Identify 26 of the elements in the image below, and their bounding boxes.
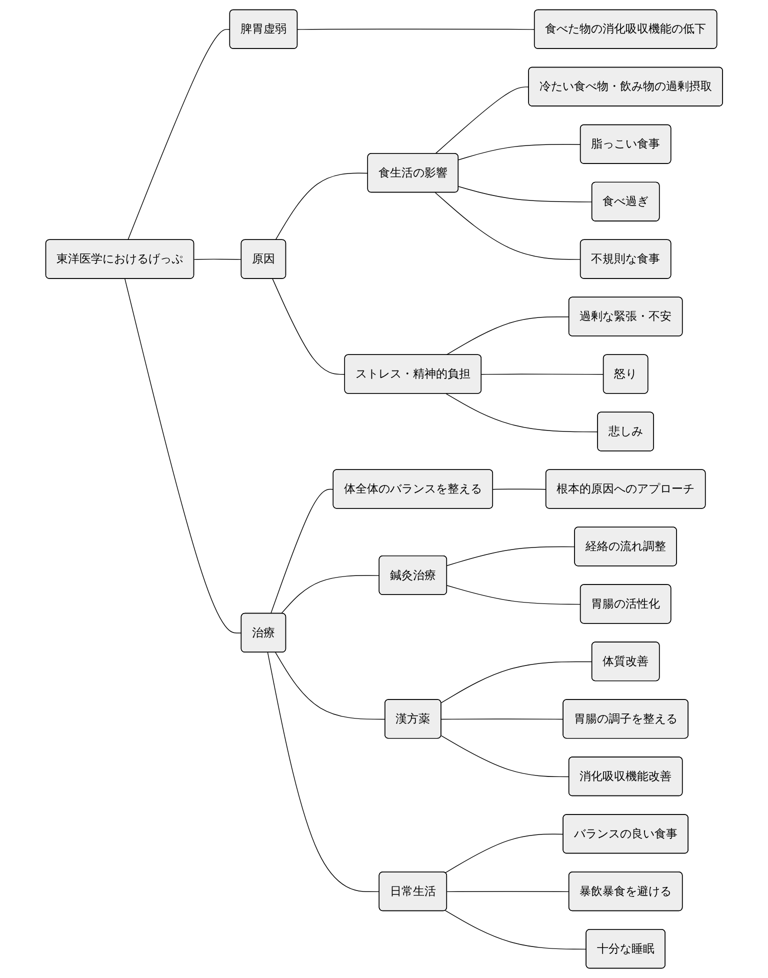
- connector: [440, 718, 564, 720]
- connector: [446, 585, 581, 605]
- connector: [458, 186, 592, 202]
- connector: [440, 735, 570, 778]
- connector: [446, 891, 570, 892]
- connector: [272, 278, 346, 375]
- connector: [124, 278, 242, 634]
- connector: [446, 393, 598, 432]
- connector: [267, 652, 380, 892]
- connector: [444, 910, 587, 950]
- connector: [127, 29, 230, 240]
- connector: [434, 86, 530, 154]
- connector: [297, 28, 535, 30]
- connector: [274, 652, 386, 720]
- connector: [434, 192, 581, 260]
- connector: [446, 316, 570, 356]
- connector: [270, 488, 334, 614]
- connector: [274, 172, 368, 240]
- connector: [446, 546, 576, 566]
- connector: [440, 661, 592, 704]
- connector: [492, 488, 546, 490]
- connector: [280, 575, 380, 614]
- connector: [458, 144, 581, 160]
- connector: [444, 834, 564, 874]
- connector: [194, 258, 242, 260]
- connector: [481, 374, 604, 375]
